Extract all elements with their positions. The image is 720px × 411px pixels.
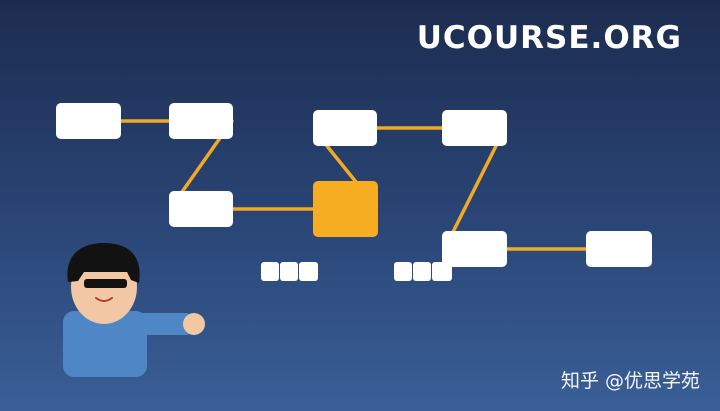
node-n1 — [56, 103, 121, 139]
mini-block — [280, 262, 298, 281]
node-n7 — [442, 231, 507, 267]
node-n2 — [169, 103, 233, 139]
watermark-text: 知乎 @优思学苑 — [560, 370, 700, 392]
mini-block — [394, 262, 412, 281]
person-body — [63, 311, 147, 377]
node-n5 — [442, 110, 507, 146]
node-n8 — [586, 231, 652, 267]
edge-n5-n7 — [448, 126, 507, 240]
mini-block-group-right — [394, 262, 452, 281]
person-hair — [67, 243, 140, 283]
person-arm — [136, 313, 192, 335]
node-n3 — [169, 191, 233, 227]
person-hand — [183, 313, 205, 335]
person-smile — [95, 297, 113, 302]
person-illustration — [63, 243, 205, 377]
mini-block-group-left — [261, 262, 318, 281]
mini-block — [432, 262, 452, 281]
nodes — [56, 103, 652, 267]
mini-block — [413, 262, 431, 281]
mini-block — [261, 262, 279, 281]
node-n4 — [313, 110, 377, 146]
node-n6-highlighted — [313, 181, 378, 237]
brand-logo-text: UCOURSE.ORG — [416, 20, 682, 56]
mini-block — [299, 262, 318, 281]
edge-n4-n6 — [325, 144, 358, 184]
person-eye-band — [84, 279, 127, 288]
